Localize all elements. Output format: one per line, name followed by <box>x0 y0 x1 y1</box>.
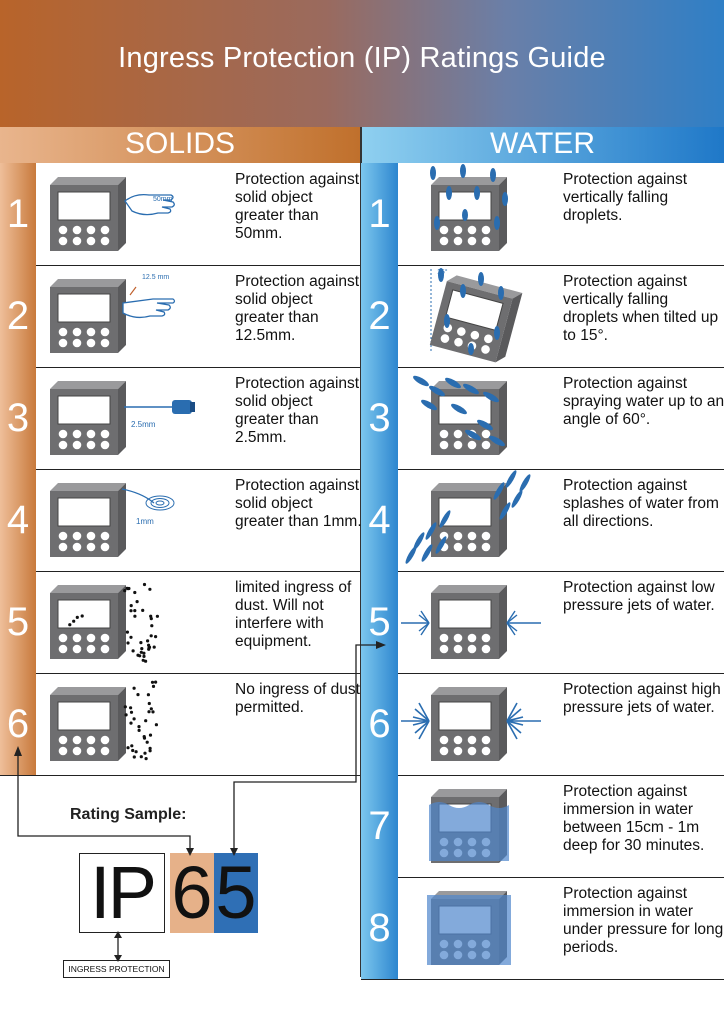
page-title: Ingress Protection (IP) Ratings Guide <box>118 42 606 74</box>
solids-heading: SOLIDS <box>0 127 360 163</box>
water-row-4: 4 Protection against splashes of water f… <box>361 469 724 572</box>
device-immersion-icon <box>429 789 509 863</box>
device-spray-60-icon <box>413 375 507 455</box>
water-row-5: 5 Protection against low pressure jets o… <box>361 571 724 674</box>
device-screwdriver-icon: 2.5mm <box>50 381 195 455</box>
device-dust-tight-icon <box>50 680 158 761</box>
water-heading: WATER <box>361 127 724 163</box>
solids-number: 1 <box>0 163 36 265</box>
water-description: Protection against vertically falling dr… <box>563 171 688 224</box>
size-label: 12.5 mm <box>142 274 169 281</box>
solids-description: limited ingress of dust. Will not interf… <box>235 579 352 650</box>
device-finger-12mm-icon: 12.5 mm <box>50 274 176 353</box>
rating-sample-label: Rating Sample: <box>70 806 187 823</box>
solids-row-2: 2 12.5 mm Protection against solid objec… <box>0 265 360 368</box>
solids-row-4: 4 1mm Protection against solid object gr… <box>0 469 362 572</box>
solids-description: No ingress of dust permitted. <box>235 681 360 716</box>
water-row-2: 2 15° Protection against vertically fall… <box>361 265 724 368</box>
size-label: 1mm <box>136 517 154 526</box>
solids-digit: 6 <box>170 851 214 934</box>
solids-description: Protection against solid object greater … <box>235 273 360 344</box>
water-description: Protection against high pressure jets of… <box>563 681 721 716</box>
device-wire-icon: 1mm <box>50 483 175 557</box>
water-number: 1 <box>361 163 398 265</box>
water-number: 4 <box>361 469 398 571</box>
water-number: 3 <box>361 367 398 469</box>
water-row-6: 6 Protection against high pressure jets … <box>361 673 724 776</box>
water-number: 7 <box>361 775 398 877</box>
water-description: Protection against vertically falling dr… <box>563 273 719 344</box>
solids-row-5: 5 limited ingress of dust. Will not inte… <box>0 571 360 674</box>
water-row-8: 8 Protection against immersion in water … <box>361 877 724 980</box>
solids-number: 5 <box>0 571 36 673</box>
device-tilted-drops-icon: 15° <box>429 268 523 363</box>
water-description: Protection against immersion in water be… <box>563 783 705 854</box>
size-label: 50mm <box>153 196 173 203</box>
water-digit: 5 <box>214 851 258 934</box>
device-hand-50mm-icon: 50mm <box>50 177 175 251</box>
solids-description: Protection against solid object greater … <box>235 171 360 242</box>
ip-code-box: IP <box>79 853 165 933</box>
water-description: Protection against immersion in water un… <box>563 885 724 956</box>
water-row-3: 3 Protection against spraying water up t… <box>361 367 724 470</box>
size-label: 2.5mm <box>131 420 156 429</box>
water-row-1: 1 Protection against vertically falling … <box>361 163 724 266</box>
solids-row-3: 3 2.5mm Protection against solid object … <box>0 367 360 470</box>
solids-description: Protection against solid object greater … <box>235 477 362 530</box>
water-description: Protection against splashes of water fro… <box>563 477 719 530</box>
water-number: 5 <box>361 571 398 673</box>
solids-number: 4 <box>0 469 36 571</box>
water-description: Protection against spraying water up to … <box>563 375 724 428</box>
device-dust-limited-icon <box>50 582 159 663</box>
header-banner: Ingress Protection (IP) Ratings Guide <box>0 0 724 127</box>
water-number: 6 <box>361 673 398 775</box>
water-number: 2 <box>361 265 398 367</box>
ingress-protection-caption: INGRESS PROTECTION <box>63 960 170 978</box>
solids-row-6: 6 No ingress of dust permitted. <box>0 673 360 776</box>
solids-row-1: 1 50mm Protection against solid object g… <box>0 163 360 266</box>
water-number: 8 <box>361 877 398 979</box>
solids-number: 2 <box>0 265 36 367</box>
solids-number: 3 <box>0 367 36 469</box>
device-low-jets-icon <box>401 585 541 659</box>
device-pressure-immersion-icon <box>427 891 511 965</box>
device-high-jets-icon <box>401 687 541 761</box>
water-row-7: 7 Protection against immersion in water … <box>361 775 724 878</box>
water-description: Protection against low pressure jets of … <box>563 579 715 614</box>
device-splash-icon <box>405 470 531 564</box>
device-vertical-drops-icon <box>430 164 508 251</box>
solids-description: Protection against solid object greater … <box>235 375 360 446</box>
